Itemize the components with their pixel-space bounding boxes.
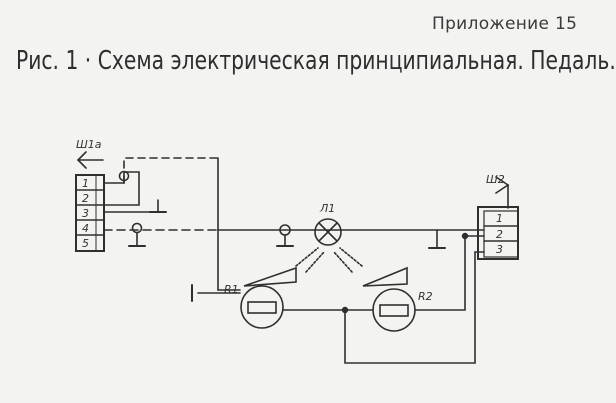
connector-right-pin-1: 1 [496,212,503,225]
connector-left-pin-1: 1 [82,177,89,190]
connector-left-pin-4: 4 [82,222,89,235]
connector-left-body [75,174,105,252]
dashed-harness-top [123,157,219,169]
resistor-r1-label: R1 [224,283,239,296]
arrow-left-icon [76,151,87,169]
connector-left-pin-3: 3 [82,207,89,220]
lamp-l1-icon [295,218,363,273]
wire-pin1-pin3-loop [103,171,140,206]
connector-right-pin-3: 3 [496,243,503,256]
light-wedge-left [243,266,297,287]
connector-left-pin-2: 2 [82,192,89,205]
wire-loop-bottom [344,251,485,364]
wire-r2-ground [414,235,466,311]
circuit-diagram: Ш1а 1 2 3 4 5 Ш2 1 2 3 Л1 R1 R2 [75,138,519,364]
light-wedge-right [362,266,408,287]
connector-left [75,151,105,252]
figure-title: Рис. 1 · Схема электрическая принципиаль… [16,46,616,76]
photoresistor-r1-icon [240,285,284,329]
lamp-label: Л1 [319,202,335,215]
connector-left-label: Ш1а [76,138,102,151]
connector-right [477,176,519,260]
connector-right-label: Ш2 [486,173,505,186]
connector-left-pin-5: 5 [82,237,89,250]
connector-right-pin-2: 2 [496,228,503,241]
appendix-label: Приложение 15 [432,14,578,34]
resistor-r2-label: R2 [418,290,433,303]
socket-pin4-icon [131,222,143,234]
